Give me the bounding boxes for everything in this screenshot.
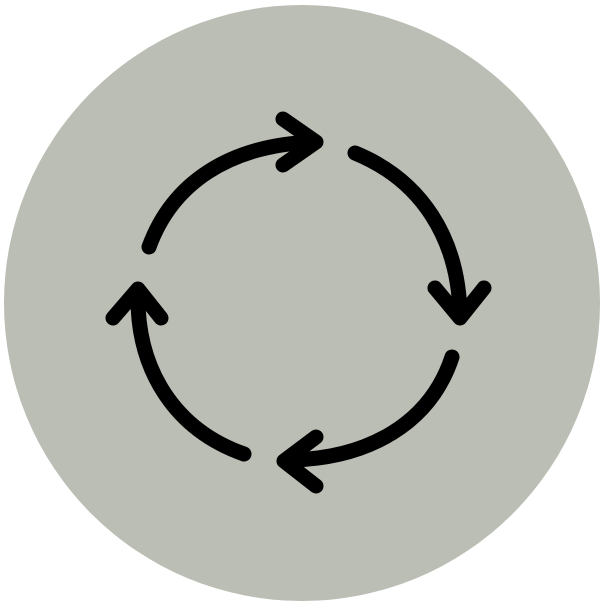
arrowhead-bottom [276, 429, 324, 494]
arc-top-right [347, 145, 468, 324]
badge-circle [4, 5, 600, 601]
arrowhead-top-right [275, 111, 324, 173]
arrowhead-right [427, 280, 492, 326]
arc-bottom-left [130, 284, 252, 462]
arc-top-left [141, 134, 322, 255]
arrowhead-left [105, 281, 169, 326]
arc-bottom-right [284, 349, 460, 468]
